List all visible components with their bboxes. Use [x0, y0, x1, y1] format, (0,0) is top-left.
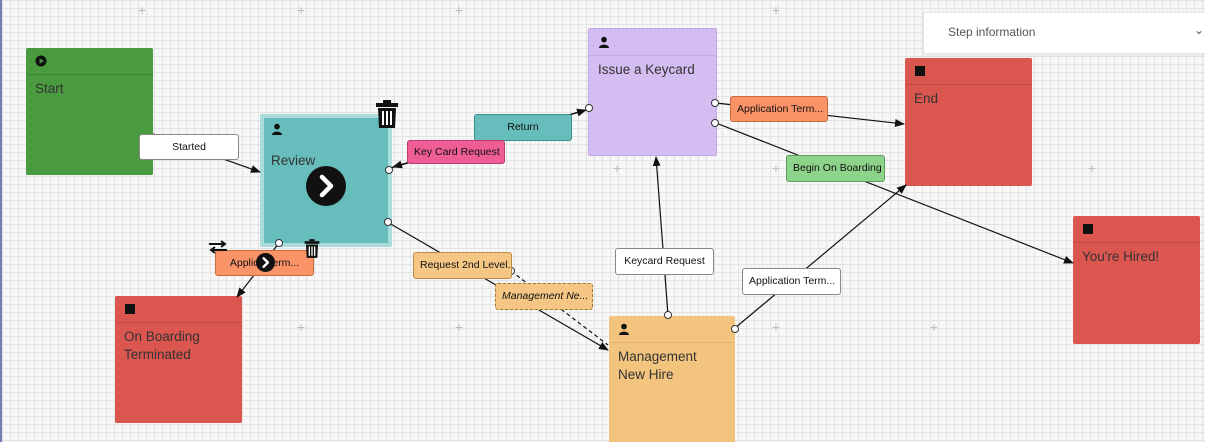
user-icon — [599, 36, 609, 48]
node-label: On Boarding Terminated — [124, 329, 200, 362]
node-label: Management New Hire — [618, 349, 697, 382]
stop-square-icon — [125, 304, 135, 314]
grid-plus-marker: + — [296, 319, 306, 335]
edge-label-application-term-top[interactable]: Application Term... — [730, 96, 828, 122]
edge-label-application-term-mgmt[interactable]: Application Term... — [742, 268, 841, 295]
connector-application-term-mgmt[interactable] — [734, 184, 907, 329]
play-circle-icon — [35, 55, 47, 67]
connection-port[interactable] — [711, 119, 719, 127]
connector-management-ne[interactable] — [510, 270, 609, 346]
trash-icon[interactable] — [375, 100, 399, 128]
connection-port[interactable] — [664, 311, 672, 319]
grid-plus-marker: + — [929, 319, 939, 335]
edge-label-begin-on-boarding[interactable]: Begin On Boarding — [786, 155, 885, 182]
node-review[interactable]: Review — [260, 114, 392, 247]
connection-port[interactable] — [385, 166, 393, 174]
node-label: You're Hired! — [1082, 249, 1160, 264]
connection-port[interactable] — [275, 239, 283, 247]
connection-port[interactable] — [711, 99, 719, 107]
edge-label-key-card-request[interactable]: Key Card Request — [407, 140, 505, 164]
edge-label-return[interactable]: Return — [474, 114, 572, 141]
node-management-new-hire[interactable]: Management New Hire — [609, 316, 735, 442]
edge-label-keycard-request[interactable]: Keycard Request — [615, 248, 714, 275]
grid-plus-marker: + — [137, 2, 147, 18]
connection-port[interactable] — [731, 325, 739, 333]
node-issue-a-keycard[interactable]: Issue a Keycard — [588, 28, 717, 156]
node-youre-hired[interactable]: You're Hired! — [1073, 216, 1200, 344]
grid-plus-marker: + — [771, 319, 781, 335]
user-icon — [619, 323, 629, 335]
connection-port[interactable] — [384, 218, 392, 226]
edge-label-started[interactable]: Started — [139, 134, 239, 160]
grid-plus-marker: + — [454, 2, 464, 18]
swap-arrows-icon[interactable] — [208, 240, 228, 254]
connection-port[interactable] — [585, 104, 593, 112]
chevron-down-icon[interactable]: ⌄ — [1193, 23, 1204, 37]
step-information-title: Step information — [948, 25, 1036, 39]
user-icon — [272, 123, 282, 135]
grid-plus-marker: + — [296, 2, 306, 18]
step-information-panel[interactable]: Step information ⌄ — [923, 12, 1205, 54]
grid-plus-marker: + — [771, 160, 781, 176]
connector-keycard-request[interactable] — [652, 156, 669, 316]
stop-square-icon — [915, 66, 925, 76]
grid-plus-marker: + — [771, 2, 781, 18]
stop-square-icon — [1083, 224, 1093, 234]
node-on-boarding-terminated[interactable]: On Boarding Terminated — [115, 296, 242, 423]
node-label: End — [914, 91, 939, 106]
edge-label-request-2nd-level[interactable]: Request 2nd Level... — [413, 252, 512, 279]
grid-plus-marker: + — [1087, 160, 1097, 176]
edge-label-management-ne[interactable]: Management Ne... — [495, 283, 593, 310]
node-label: Issue a Keycard — [598, 62, 695, 77]
grid-plus-marker: + — [612, 160, 622, 176]
node-start[interactable]: Start — [26, 48, 153, 175]
connector-begin-on-boarding[interactable] — [715, 122, 1074, 264]
grid-plus-marker: + — [454, 319, 464, 335]
node-label: Review — [271, 153, 316, 168]
node-label: Start — [35, 81, 64, 96]
chevron-right-circle-icon[interactable] — [306, 166, 346, 206]
chevron-right-circle-icon[interactable] — [256, 253, 275, 272]
trash-icon[interactable] — [304, 239, 320, 258]
node-end[interactable]: End — [905, 58, 1032, 186]
